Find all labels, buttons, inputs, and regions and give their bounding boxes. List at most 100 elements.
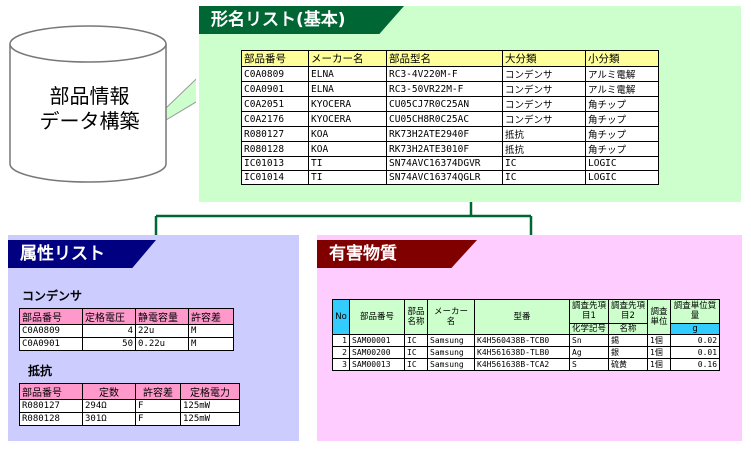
- table-cell: F: [135, 412, 181, 426]
- table-header-row: 部品番号 定格電圧 静電容量 許容差: [19, 308, 234, 325]
- col-header-weight: 調査単位質量: [670, 299, 721, 324]
- table-cell: CU05CH8R0C25AC: [386, 111, 503, 127]
- capacitor-label: コンデンサ: [22, 289, 83, 303]
- hazardous-table: No 部品番号 部品名称 メーカー名 型番 調査先項目1 調査先項目2 調査単位…: [332, 299, 721, 371]
- col-header-part-no: 部品番号: [349, 299, 405, 335]
- table-cell: アルミ電解: [585, 81, 659, 97]
- table-cell: 1個: [647, 346, 672, 359]
- table-header-row: 部品番号 メーカー名 部品型名 大分類 小分類: [241, 50, 659, 67]
- table-cell: M: [188, 324, 234, 338]
- table-cell: SAM00001: [349, 334, 405, 347]
- table-cell: K4H560438B-TCB0: [474, 334, 570, 347]
- table-cell: LOGIC: [585, 170, 659, 185]
- table-cell: KYOCERA: [308, 111, 387, 127]
- table-cell: IC: [502, 156, 586, 171]
- table-cell: 0.22u: [135, 337, 189, 351]
- table-cell: IC01013: [241, 156, 309, 171]
- col-header-rated-power: 定格電力: [180, 383, 240, 400]
- table-cell: C0A0901: [19, 337, 83, 351]
- table-cell: KOA: [308, 126, 387, 142]
- col-header-capacitance: 静電容量: [135, 308, 189, 325]
- database-label-line2: データ構築: [39, 109, 140, 133]
- table-cell: R080127: [241, 126, 309, 142]
- table-cell: 0.02: [670, 334, 721, 347]
- table-cell: 角チップ: [585, 111, 659, 127]
- table-cell: SN74AVC16374DGVR: [386, 156, 503, 171]
- table-cell: LOGIC: [585, 156, 659, 171]
- table-cell: 0.01: [670, 346, 721, 359]
- table-cell: Sn: [568, 334, 610, 347]
- col-header-model: 型番: [474, 299, 570, 335]
- table-cell: 錫: [608, 334, 649, 347]
- table-cell: RC3-4V220M-F: [386, 66, 503, 82]
- table-cell: 2: [332, 346, 350, 359]
- col-subheader-gram: g: [670, 322, 721, 336]
- table-cell: 1個: [647, 358, 672, 371]
- table-cell: R080128: [19, 412, 83, 426]
- table-cell: 角チップ: [585, 126, 659, 142]
- table-cell: RK73H2ATE3010F: [386, 141, 503, 157]
- table-cell: C0A0809: [241, 66, 309, 82]
- table-cell: 硫黄: [608, 358, 649, 371]
- col-header-rated-voltage: 定格電圧: [82, 308, 136, 325]
- table-cell: F: [135, 399, 181, 413]
- col-header-unit: 調査単位: [647, 299, 672, 335]
- table-subheader-row: 化学記号 名称 g: [333, 322, 721, 336]
- table-cell: 角チップ: [585, 141, 659, 157]
- col-header-part-name: 部品名称: [404, 299, 428, 335]
- col-subheader-name: 名称: [608, 322, 649, 336]
- col-header-model: 部品型名: [386, 50, 503, 67]
- table-cell: KOA: [308, 141, 387, 157]
- table-cell: SAM00013: [349, 358, 405, 371]
- basic-list-title: 形名リスト(基本): [199, 6, 404, 34]
- col-header-maker: メーカー名: [427, 299, 475, 335]
- table-cell: ELNA: [308, 66, 387, 82]
- table-cell: コンデンサ: [502, 111, 586, 127]
- table-cell: C0A0809: [19, 324, 83, 338]
- table-cell: 294Ω: [82, 399, 136, 413]
- col-header-subcategory: 小分類: [585, 50, 659, 67]
- table-cell: IC01014: [241, 170, 309, 185]
- hazardous-title: 有害物質: [317, 240, 477, 268]
- table-cell: ELNA: [308, 81, 387, 97]
- table-cell: K4H561638B-TCA2: [474, 358, 570, 371]
- table-cell: コンデンサ: [502, 66, 586, 82]
- table-cell: RK73H2ATE2940F: [386, 126, 503, 142]
- col-header-item2: 調査先項目2: [608, 299, 649, 324]
- table-cell: SN74AVC16374QGLR: [386, 170, 503, 185]
- table-cell: コンデンサ: [502, 81, 586, 97]
- table-cell: IC: [502, 170, 586, 185]
- table-cell: 0.16: [670, 358, 721, 371]
- col-header-value: 定数: [82, 383, 136, 400]
- table-cell: 125mW: [180, 412, 240, 426]
- table-cell: Samsung: [427, 358, 475, 371]
- table-cell: コンデンサ: [502, 96, 586, 112]
- resistor-label: 抵抗: [28, 364, 53, 378]
- table-cell: IC: [404, 334, 428, 347]
- table-cell: 抵抗: [502, 141, 586, 157]
- table-cell: 4: [82, 324, 136, 338]
- table-cell: IC: [404, 346, 428, 359]
- col-header-part-no: 部品番号: [241, 50, 309, 67]
- table-cell: K4H561638D-TLB0: [474, 346, 570, 359]
- table-cell: 1: [332, 334, 350, 347]
- table-cell: Ag: [568, 346, 610, 359]
- table-cell: 抵抗: [502, 126, 586, 142]
